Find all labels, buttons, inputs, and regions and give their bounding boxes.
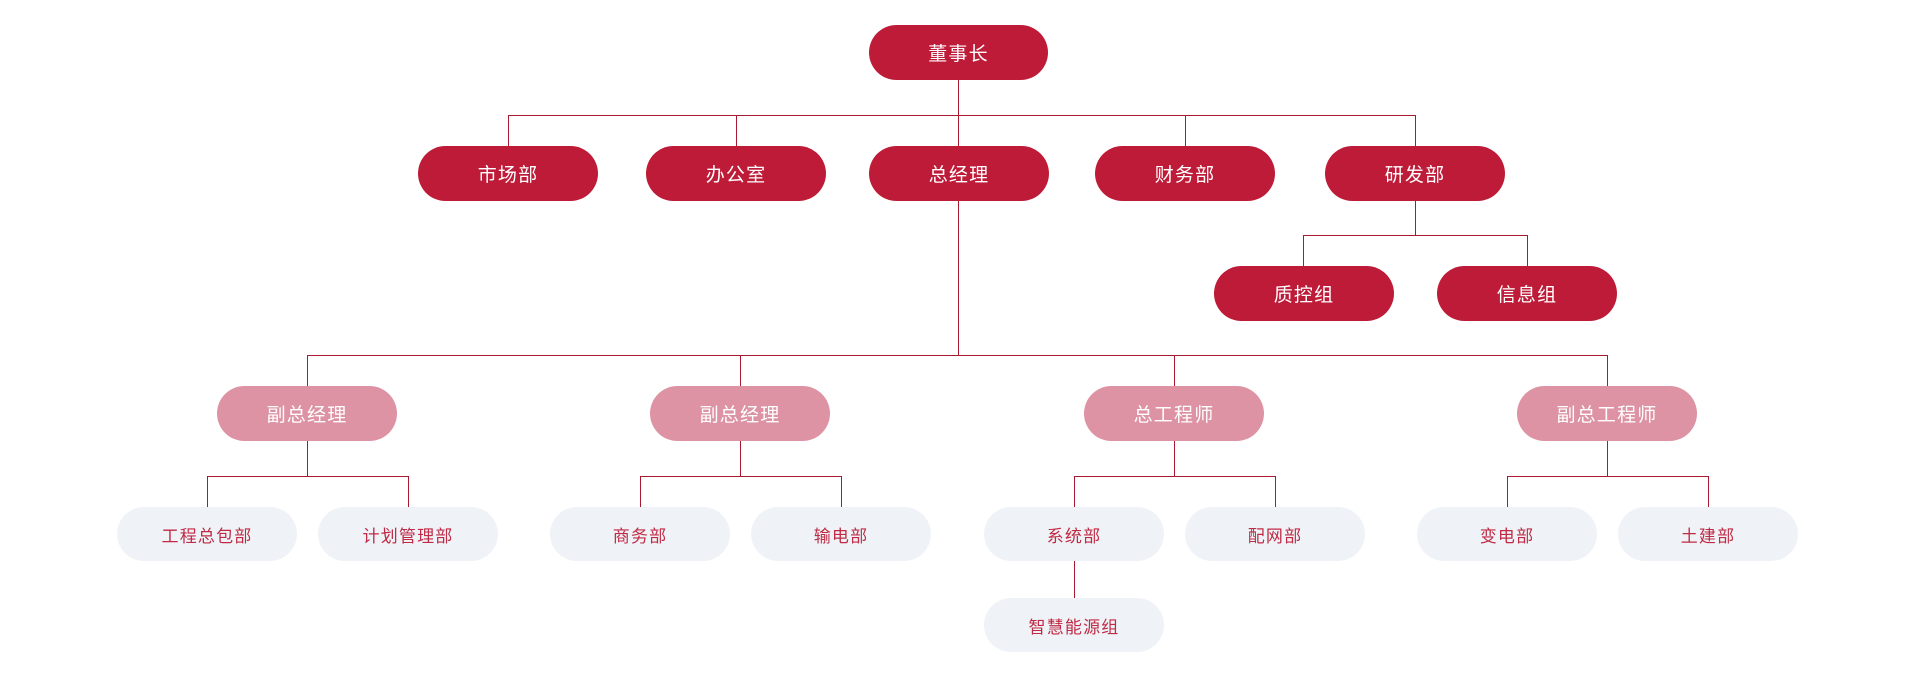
node-general-manager-label: 总经理 xyxy=(928,165,990,186)
node-deputy-gm-1[interactable]: 副总经理 xyxy=(217,386,397,441)
node-deputy-chief-engineer-label: 副总工程师 xyxy=(1556,405,1658,426)
connector-chief-engineer-drop xyxy=(1174,441,1175,476)
connector-leafbus-2 xyxy=(640,476,841,477)
node-office[interactable]: 办公室 xyxy=(646,146,826,201)
node-deputy-gm-1-label: 副总经理 xyxy=(266,405,348,426)
node-marketing-dept-label: 市场部 xyxy=(477,165,539,186)
node-chief-engineer-label: 总工程师 xyxy=(1133,405,1215,426)
connector-level2-drop-finance xyxy=(1185,115,1186,146)
node-planning-dept-label: 计划管理部 xyxy=(362,526,454,546)
node-finance-dept[interactable]: 财务部 xyxy=(1095,146,1275,201)
connector-level2-drop-general-manager xyxy=(958,115,959,146)
node-distribution-dept[interactable]: 配网部 xyxy=(1185,507,1365,561)
connector-deputy-drop-2 xyxy=(740,355,741,386)
node-system-dept[interactable]: 系统部 xyxy=(984,507,1164,561)
node-civil-dept-label: 土建部 xyxy=(1680,526,1736,546)
connector-leaf-drop-distribution xyxy=(1275,476,1276,507)
connector-level3-drop-qc xyxy=(1303,235,1304,266)
connector-leafbus-4 xyxy=(1507,476,1708,477)
connector-leaf-drop-system xyxy=(1074,476,1075,507)
node-chairman[interactable]: 董事长 xyxy=(869,25,1048,80)
node-qc-group-label: 质控组 xyxy=(1273,285,1335,306)
connector-level2-bus xyxy=(508,115,1415,116)
connector-leaf-drop-substation xyxy=(1507,476,1508,507)
node-transmission-dept-label: 输电部 xyxy=(813,526,869,546)
connector-rnd-drop xyxy=(1415,201,1416,235)
connector-leaf-drop-civil xyxy=(1708,476,1709,507)
node-substation-dept[interactable]: 变电部 xyxy=(1417,507,1597,561)
node-info-group[interactable]: 信息组 xyxy=(1437,266,1617,321)
node-smart-energy-group[interactable]: 智慧能源组 xyxy=(984,598,1164,652)
connector-leafbus-3 xyxy=(1074,476,1275,477)
node-rnd-dept-label: 研发部 xyxy=(1384,165,1446,186)
connector-level2-drop-marketing xyxy=(508,115,509,146)
node-smart-energy-group-label: 智慧能源组 xyxy=(1028,617,1120,637)
node-civil-dept[interactable]: 土建部 xyxy=(1618,507,1798,561)
node-deputy-chief-engineer[interactable]: 副总工程师 xyxy=(1517,386,1697,441)
connector-gm-long-drop xyxy=(958,201,959,355)
connector-leafbus-1 xyxy=(207,476,408,477)
connector-deputy-bus xyxy=(307,355,1607,356)
connector-leaf-drop-transmission xyxy=(841,476,842,507)
node-office-label: 办公室 xyxy=(705,165,767,186)
node-transmission-dept[interactable]: 输电部 xyxy=(751,507,931,561)
node-marketing-dept[interactable]: 市场部 xyxy=(418,146,598,201)
connector-deputy-drop-3 xyxy=(1174,355,1175,386)
connector-level3-bus xyxy=(1303,235,1527,236)
node-system-dept-label: 系统部 xyxy=(1046,526,1102,546)
node-rnd-dept[interactable]: 研发部 xyxy=(1325,146,1505,201)
connector-leaf-drop-planning xyxy=(408,476,409,507)
connector-level2-drop-rnd xyxy=(1415,115,1416,146)
node-finance-dept-label: 财务部 xyxy=(1154,165,1216,186)
connector-leaf-drop-epc xyxy=(207,476,208,507)
connector-deputy-drop-1 xyxy=(307,355,308,386)
connector-deputy-drop-4 xyxy=(1607,355,1608,386)
node-epc-dept-label: 工程总包部 xyxy=(161,526,253,546)
connector-system-dept-drop xyxy=(1074,561,1075,598)
node-general-manager[interactable]: 总经理 xyxy=(869,146,1049,201)
node-chief-engineer[interactable]: 总工程师 xyxy=(1084,386,1264,441)
node-deputy-gm-2[interactable]: 副总经理 xyxy=(650,386,830,441)
connector-deputy-chief-engineer-drop xyxy=(1607,441,1608,476)
connector-level2-drop-office xyxy=(736,115,737,146)
node-epc-dept[interactable]: 工程总包部 xyxy=(117,507,297,561)
node-distribution-dept-label: 配网部 xyxy=(1247,526,1303,546)
node-qc-group[interactable]: 质控组 xyxy=(1214,266,1394,321)
connector-level3-drop-info xyxy=(1527,235,1528,266)
node-chairman-label: 董事长 xyxy=(928,44,989,65)
connector-deputy1-drop xyxy=(307,441,308,476)
node-info-group-label: 信息组 xyxy=(1496,285,1558,306)
node-substation-dept-label: 变电部 xyxy=(1479,526,1535,546)
node-business-dept[interactable]: 商务部 xyxy=(550,507,730,561)
node-deputy-gm-2-label: 副总经理 xyxy=(699,405,781,426)
node-planning-dept[interactable]: 计划管理部 xyxy=(318,507,498,561)
connector-deputy2-drop xyxy=(740,441,741,476)
node-business-dept-label: 商务部 xyxy=(612,526,668,546)
connector-leaf-drop-business xyxy=(640,476,641,507)
connector-chairman-drop xyxy=(958,80,959,115)
